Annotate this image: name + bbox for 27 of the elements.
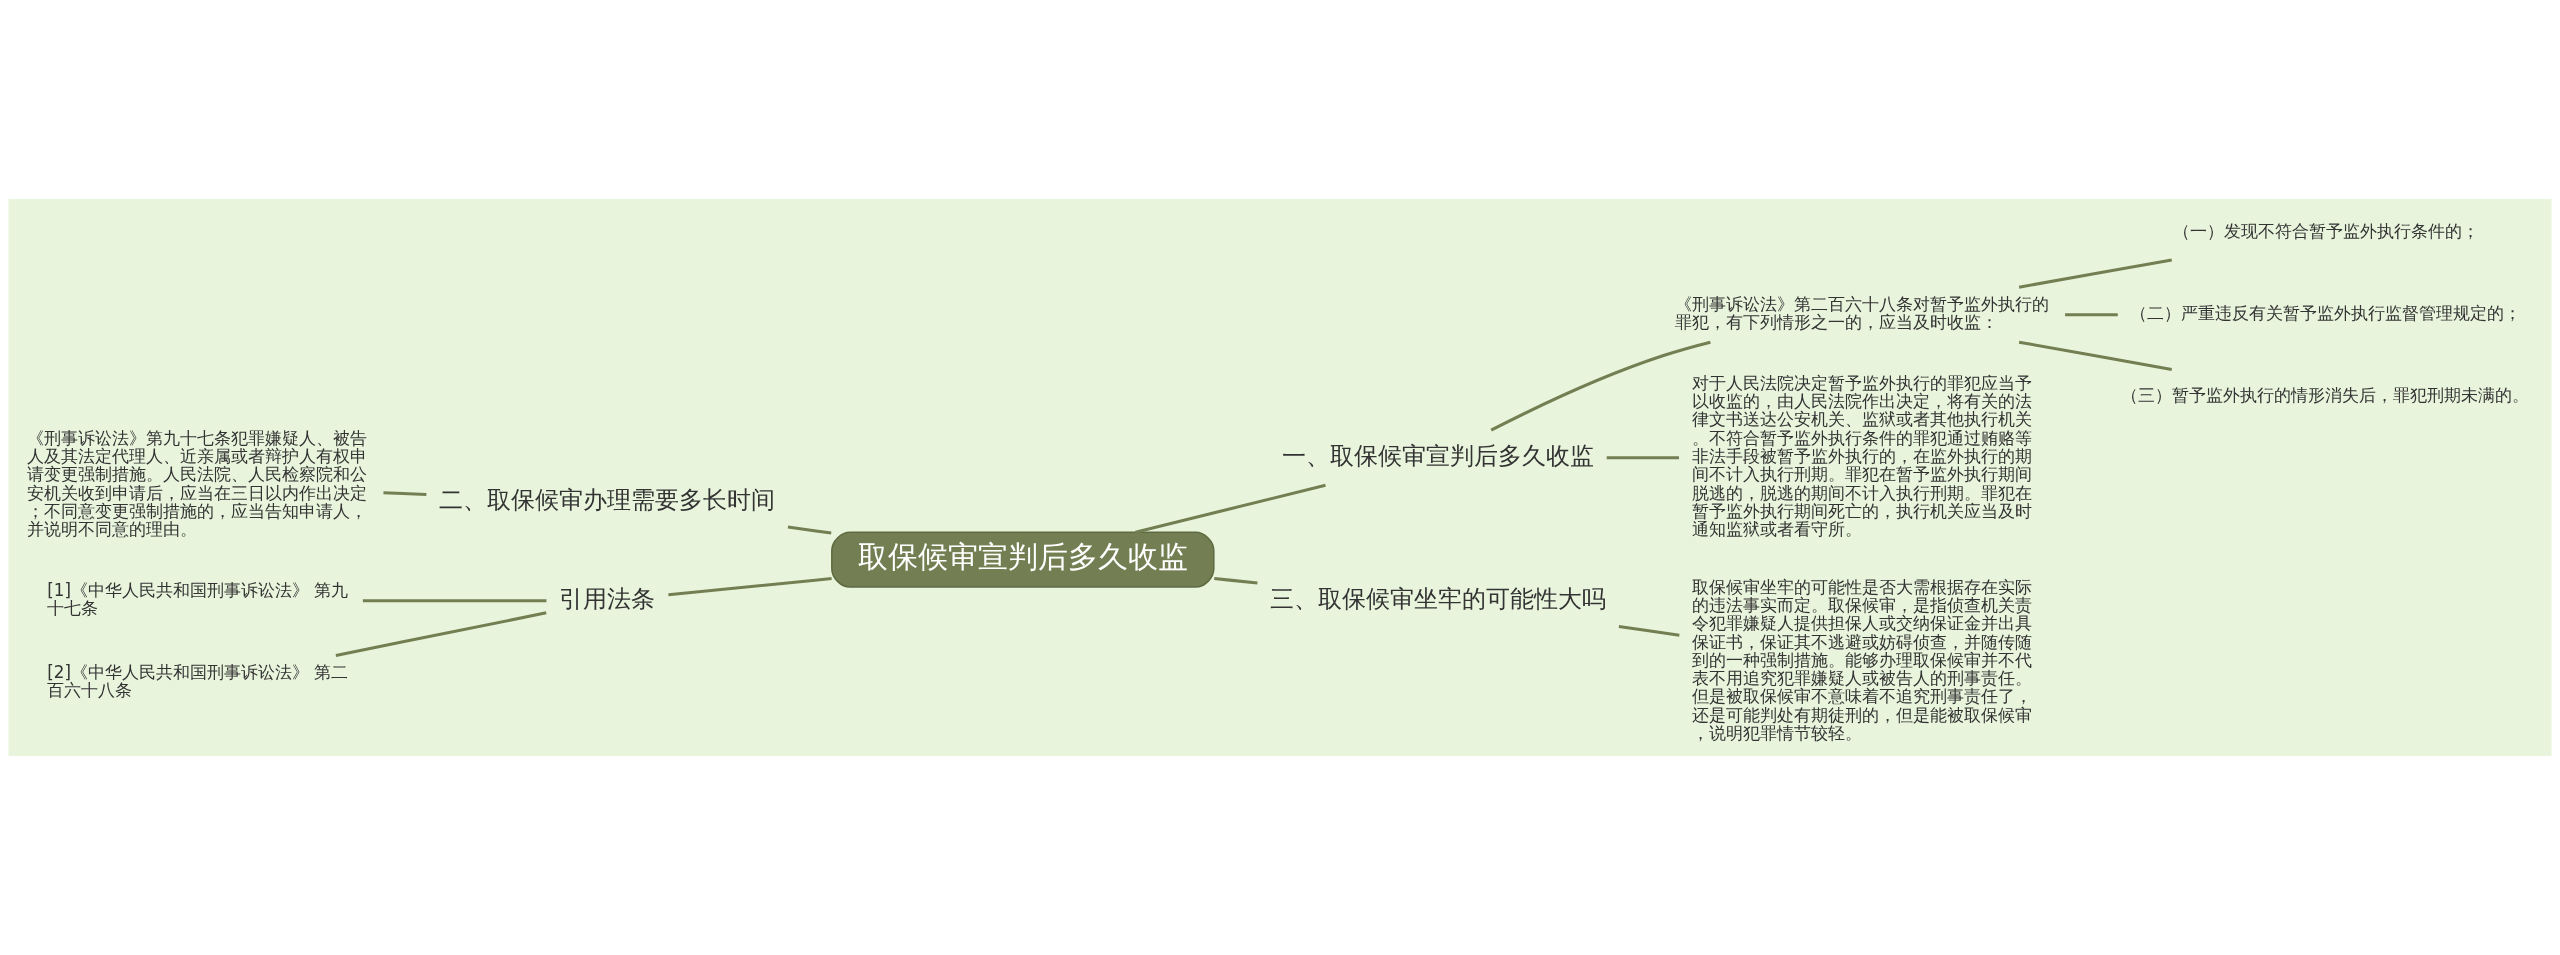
connector (1606, 456, 1679, 460)
connector (787, 525, 832, 535)
connector (668, 577, 832, 597)
connector (2018, 340, 2172, 371)
node-text: （一）发现不符合暂予监外执行条件的； (2172, 220, 2479, 241)
node-text: 取保候审坐牢的可能性是否大需根据存在实际的违法事实而定。取保候审，是指侦查机关责令犯罪嫌疑人提供担保人或交纳保证金并出具保证书，保证其不逃避或妨碍侦查，并随传随到的一种强制措施。能够办理取保候审并不代表不用追究犯罪嫌疑人或被告人的刑事责任。但是被取保候审不意味着不追究刑事责任了，还是可能判处有期徒刑的，但是能被取保候审，说明犯罪情节较轻。 (1691, 576, 2032, 743)
connector (1490, 340, 1711, 432)
node-text: 《刑事诉讼法》第二百六十八条对暂予监外执行的罪犯，有下列情形之一的，应当及时收监： (1674, 293, 2049, 333)
node-text: 对于人民法院决定暂予监外执行的罪犯应当予以收监的，由人民法院作出决定，将有关的法律文书送达公安机关、监狱或者其他执行机关。不符合暂予监外执行条件的罪犯通过贿赂等非法手段被暂予监外执行的，在监外执行的期间不计入执行刑期。罪犯在暂予监外执行期间脱逃的，脱逃的期间不计入执行刑期。罪犯在暂予监外执行期间死亡的，执行机关应当及时通知监狱或者看守所。 (1691, 372, 2032, 540)
node-text: 《刑事诉讼法》第九十七条犯罪嫌疑人、被告人及其法定代理人、近亲属或者辩护人有权申请变更强制措施。人民法院、人民检察院和公安机关收到申请后，应当在三日以内作出决定；不同意变更强制措施的，应当告知申请人，并说明不同意的理由。 (26, 427, 367, 540)
node-text: 二、取保候审办理需要多长时间 (439, 484, 776, 514)
node-text: 引用法条 (559, 583, 656, 613)
connector (1214, 577, 1258, 585)
connector (1135, 483, 1326, 534)
connector (2065, 313, 2118, 317)
node-box: 取保候审宣判后多久收监 (831, 531, 1215, 588)
connector (2018, 258, 2172, 289)
connector (1618, 625, 1680, 637)
connector (362, 599, 547, 603)
connector (383, 491, 427, 496)
node-text: 一、取保候审宣判后多久收监 (1282, 440, 1595, 470)
connector (335, 611, 547, 657)
node-text: （二）严重违反有关暂予监外执行监督管理规定的； (2129, 302, 2521, 323)
node-text: 三、取保候审坐牢的可能性大吗 (1270, 583, 1607, 613)
node-text: [1]《中华人民共和国刑事诉讼法》 第九十七条 (47, 579, 349, 619)
node-text: [2]《中华人民共和国刑事诉讼法》 第二百六十八条 (47, 662, 349, 701)
node-text: （三）暂予监外执行的情形消失后，罪犯刑期未满的。 (2120, 385, 2529, 406)
